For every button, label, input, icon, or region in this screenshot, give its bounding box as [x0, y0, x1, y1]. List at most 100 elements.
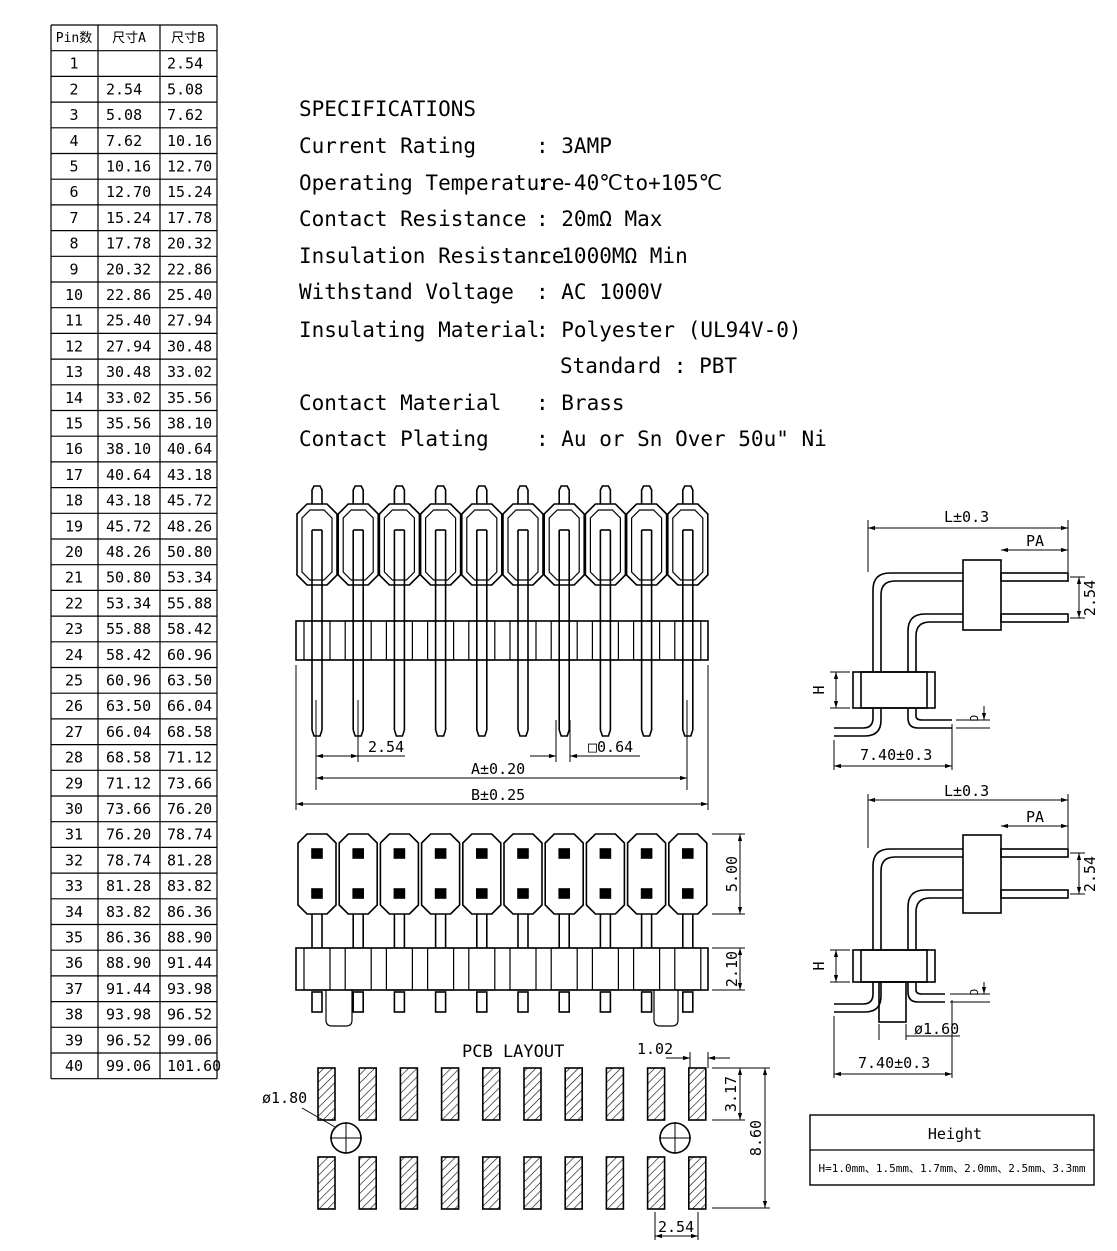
pin-table-cell-a: 55.88 [106, 620, 151, 638]
front-pin [584, 485, 627, 737]
top-leg [475, 991, 488, 1013]
side-view-1 [830, 520, 1085, 770]
pin-table-cell-b: 17.78 [167, 209, 212, 227]
pin-table-cell-a: 66.04 [106, 723, 151, 741]
pin-table-cell-pins: 12 [65, 337, 83, 355]
side2-dim-d: D [968, 989, 981, 996]
top-dim-width: 5.00 [723, 856, 741, 892]
front-dim-b: B±0.25 [471, 786, 525, 804]
pin-table-cell-b: 5.08 [167, 80, 203, 98]
height-box: Height H=1.0mm、1.5mm、1.7mm、2.0mm、2.5mm、3… [809, 1114, 1095, 1186]
front-pin [296, 485, 338, 737]
specifications-block: SPECIFICATIONS Current Rating: 3AMPOpera… [299, 97, 827, 451]
pin-table-cell-pins: 3 [69, 106, 78, 124]
side2-dim-h: H [810, 961, 828, 970]
front-pin [543, 485, 585, 737]
top-cell [379, 833, 420, 991]
pin-table-cell-pins: 26 [65, 697, 83, 715]
pin-table-cell-b: 60.96 [167, 646, 212, 664]
pin-table-cell-pins: 8 [69, 235, 78, 253]
pin-table-cell-b: 25.40 [167, 286, 212, 304]
pin-table-cell-a: 68.58 [106, 749, 151, 767]
pin-table-cell-a: 53.34 [106, 594, 151, 612]
pcb-pad [564, 1067, 584, 1121]
pin-table-cell-b: 50.80 [167, 543, 212, 561]
pin-table-header-pins: Pin数 [56, 31, 92, 46]
top-cell [297, 833, 337, 991]
pin-table-cell-pins: 23 [65, 620, 83, 638]
side1-dim-h: H [810, 685, 828, 694]
pin-table-cell-b: 68.58 [167, 723, 212, 741]
pin-table-cell-a: 12.70 [106, 183, 151, 201]
pin-table-cell-a: 73.66 [106, 800, 151, 818]
pin-table-cell-b: 40.64 [167, 440, 212, 458]
pcb-pad [605, 1067, 625, 1121]
side-view-2 [830, 794, 1085, 1078]
pin-table-cell-a: 88.90 [106, 954, 151, 972]
pin-table-cell-a: 20.32 [106, 260, 151, 278]
pin-table-cell-pins: 11 [65, 312, 83, 330]
spec-value: : 3AMP [536, 134, 612, 158]
pin-table-cell-a: 96.52 [106, 1031, 151, 1049]
spec-label: Insulating Material [299, 318, 539, 342]
pin-table-cell-pins: 36 [65, 954, 83, 972]
pcb-layout [301, 1052, 770, 1240]
spec-label: Contact Resistance [299, 207, 527, 231]
pin-table-cell-a: 86.36 [106, 929, 151, 947]
pcb-pad [523, 1067, 542, 1121]
front-pin [419, 485, 462, 737]
top-leg [352, 991, 365, 1013]
pin-table-cell-b: 93.98 [167, 980, 212, 998]
top-leg [558, 991, 571, 1013]
pcb-pad [481, 1067, 501, 1121]
front-dim-a: A±0.20 [471, 760, 525, 778]
pin-table-cell-a: 60.96 [106, 672, 151, 690]
pcb-pad [358, 1067, 378, 1121]
top-leg [599, 991, 612, 1013]
pin-table-cell-a: 91.44 [106, 980, 151, 998]
pin-table-cell-a: 78.74 [106, 851, 151, 869]
pin-table-cell-b: 10.16 [167, 132, 212, 150]
pin-table-cell-pins: 31 [65, 826, 83, 844]
top-cell [503, 833, 543, 991]
top-dim-body: 2.10 [723, 951, 741, 987]
pin-table-cell-b: 76.20 [167, 800, 212, 818]
side1-dim-d: D [968, 715, 981, 722]
pcb-dim-total: 8.60 [747, 1120, 765, 1156]
pin-table-cell-a: 17.78 [106, 235, 151, 253]
pin-table-cell-pins: 28 [65, 749, 83, 767]
pcb-dim-hole: ø1.80 [262, 1089, 307, 1107]
top-leg [434, 991, 447, 1013]
pin-table-cell-b: 48.26 [167, 517, 212, 535]
spec-value: : Au or Sn Over 50u" Ni [536, 427, 827, 451]
pin-table-cell-pins: 21 [65, 569, 83, 587]
pin-table-cell-pins: 40 [65, 1057, 83, 1075]
pcb-pad [687, 1067, 707, 1121]
pin-table-cell-b: 12.70 [167, 158, 212, 176]
spec-value: : -40℃to+105℃ [536, 171, 722, 195]
spec-value: : Polyester (UL94V-0) [536, 318, 802, 342]
pin-table-cell-b: 38.10 [167, 415, 212, 433]
spec-label: Current Rating [299, 134, 476, 158]
spec-label: Insulation Resistance [299, 244, 565, 268]
pin-table-cell-a: 33.02 [106, 389, 151, 407]
pin-table-cell-a: 71.12 [106, 774, 151, 792]
pcb-dim-row: 3.17 [722, 1076, 740, 1112]
pin-table-cell-b: 43.18 [167, 466, 212, 484]
pin-table-cell-pins: 34 [65, 903, 83, 921]
height-box-title: Height [928, 1125, 982, 1143]
pin-table-cell-pins: 33 [65, 877, 83, 895]
top-view-body [295, 947, 709, 991]
pin-table-cell-b: 55.88 [167, 594, 212, 612]
pcb-dim-pad: 1.02 [637, 1040, 673, 1058]
pin-table-cell-pins: 29 [65, 774, 83, 792]
front-pin [337, 485, 379, 737]
pin-table-cell-pins: 10 [65, 286, 83, 304]
pcb-pad [646, 1156, 666, 1210]
top-leg [681, 991, 694, 1013]
pin-table-cell-pins: 24 [65, 646, 83, 664]
pin-table-cell-pins: 16 [65, 440, 83, 458]
front-pin [378, 485, 421, 737]
